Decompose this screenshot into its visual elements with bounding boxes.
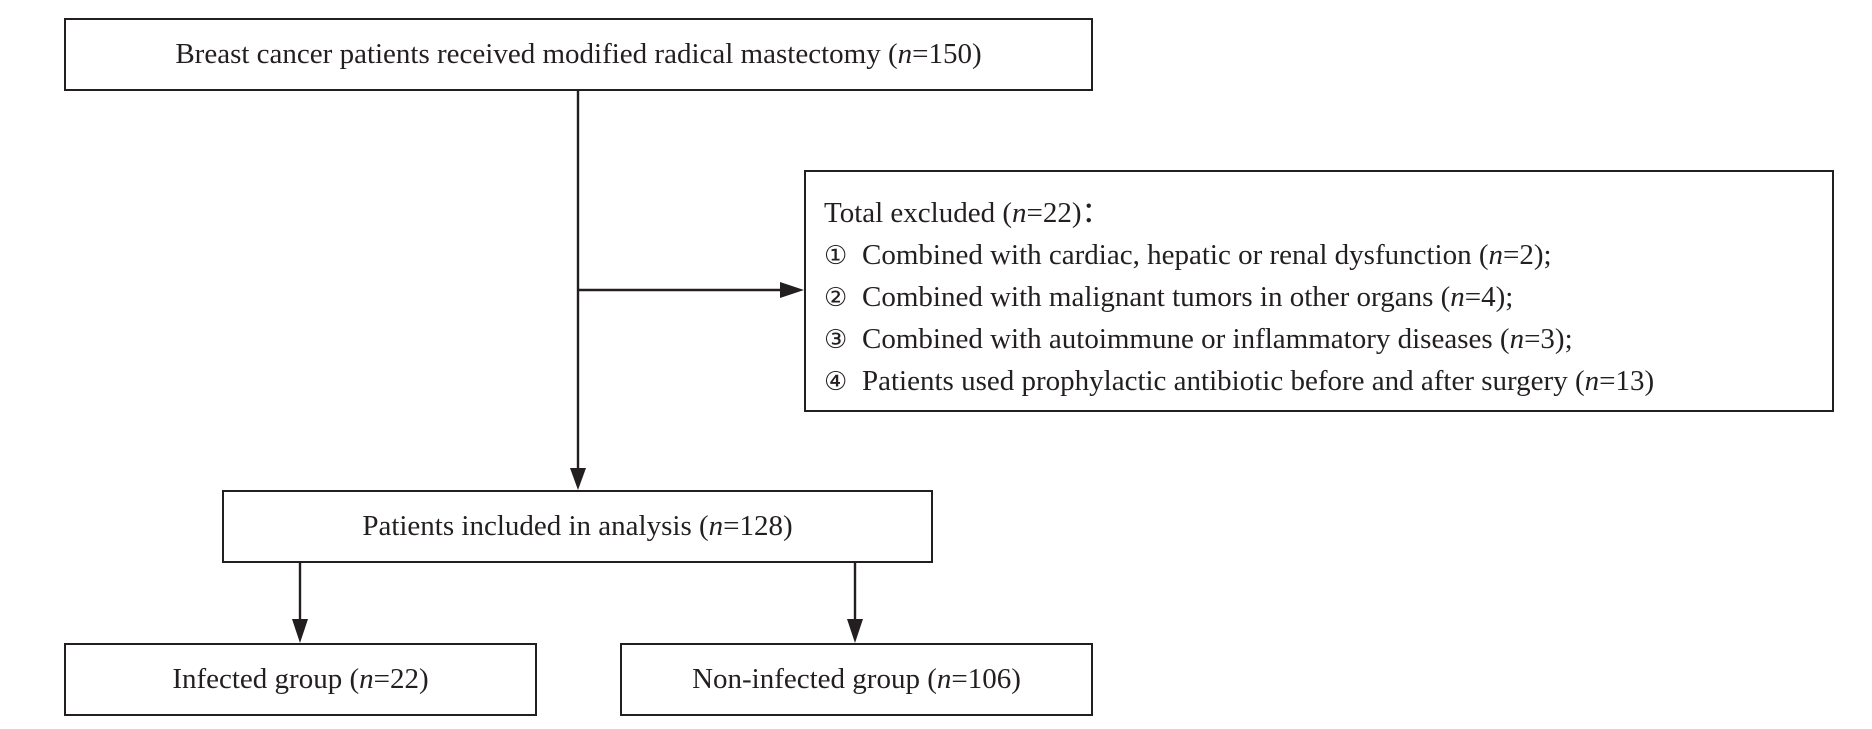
n-symbol: n <box>1012 197 1027 229</box>
circled-number-1: ① <box>824 241 848 271</box>
circled-number-2: ② <box>824 283 848 313</box>
enrolled-label: Breast cancer patients received modified… <box>175 38 881 70</box>
infected-count: 22 <box>390 663 419 695</box>
excluded-patients-box: Total excluded (n=22)： ① Combined with ca… <box>804 170 1834 412</box>
circled-number-4: ④ <box>824 367 848 397</box>
n-symbol: n <box>936 663 952 695</box>
included-count: 128 <box>739 510 784 542</box>
noninfected-arrowhead <box>847 619 863 643</box>
exclusion-reason-1-end: ); <box>1533 239 1552 271</box>
noninfected-group-box: Non-infected group (n=106) <box>620 643 1093 716</box>
exclusion-reason-3-end: ); <box>1554 323 1573 355</box>
exclusion-reason-3-count: 3 <box>1540 323 1555 355</box>
exclusion-reason-3-text: Combined with autoimmune or inflammatory… <box>862 323 1493 355</box>
enrolled-patients-box: Breast cancer patients received modified… <box>64 18 1093 91</box>
n-symbol: n <box>1584 365 1600 397</box>
included-patients-box: Patients included in analysis (n=128) <box>222 490 933 563</box>
excluded-count: 22 <box>1042 197 1072 229</box>
exclusion-reason-1: ① Combined with cardiac, hepatic or renal… <box>824 234 1832 276</box>
exclusion-reason-2-count: 4 <box>1481 281 1496 313</box>
included-label: Patients included in analysis <box>362 510 692 542</box>
exclusion-reason-4-text: Patients used prophylactic antibiotic be… <box>862 365 1568 397</box>
n-symbol: n <box>1488 239 1504 271</box>
exclusion-reason-4-end: ) <box>1644 365 1655 397</box>
infected-arrowhead <box>292 619 308 643</box>
noninfected-count: 106 <box>967 663 1012 695</box>
exclusion-reason-3: ③ Combined with autoimmune or inflammator… <box>824 318 1832 360</box>
n-symbol: n <box>708 510 724 542</box>
exclusion-reason-1-text: Combined with cardiac, hepatic or renal … <box>862 239 1472 271</box>
exclusion-reason-4: ④ Patients used prophylactic antibiotic b… <box>824 360 1832 402</box>
exclusion-reason-2: ② Combined with malignant tumors in other… <box>824 276 1832 318</box>
noninfected-label: Non-infected group <box>692 663 920 695</box>
exclusion-arrowhead <box>780 282 804 298</box>
exclusion-reason-2-text: Combined with malignant tumors in other … <box>862 281 1434 313</box>
infected-label: Infected group <box>172 663 343 695</box>
n-symbol: n <box>1509 323 1525 355</box>
n-symbol: n <box>1450 281 1465 313</box>
enrolled-count: 150 <box>928 38 972 70</box>
infected-group-box: Infected group (n=22) <box>64 643 537 716</box>
exclusion-reason-4-count: 13 <box>1615 365 1645 397</box>
trunk-arrowhead <box>570 468 586 490</box>
excluded-title: Total excluded <box>824 197 996 229</box>
exclusion-reason-2-end: ); <box>1495 281 1514 313</box>
n-symbol: n <box>897 38 913 70</box>
exclusion-reason-1-count: 2 <box>1519 239 1534 271</box>
n-symbol: n <box>359 663 374 695</box>
circled-number-3: ③ <box>824 325 848 355</box>
excluded-title-line: Total excluded (n=22)： <box>824 197 1111 229</box>
